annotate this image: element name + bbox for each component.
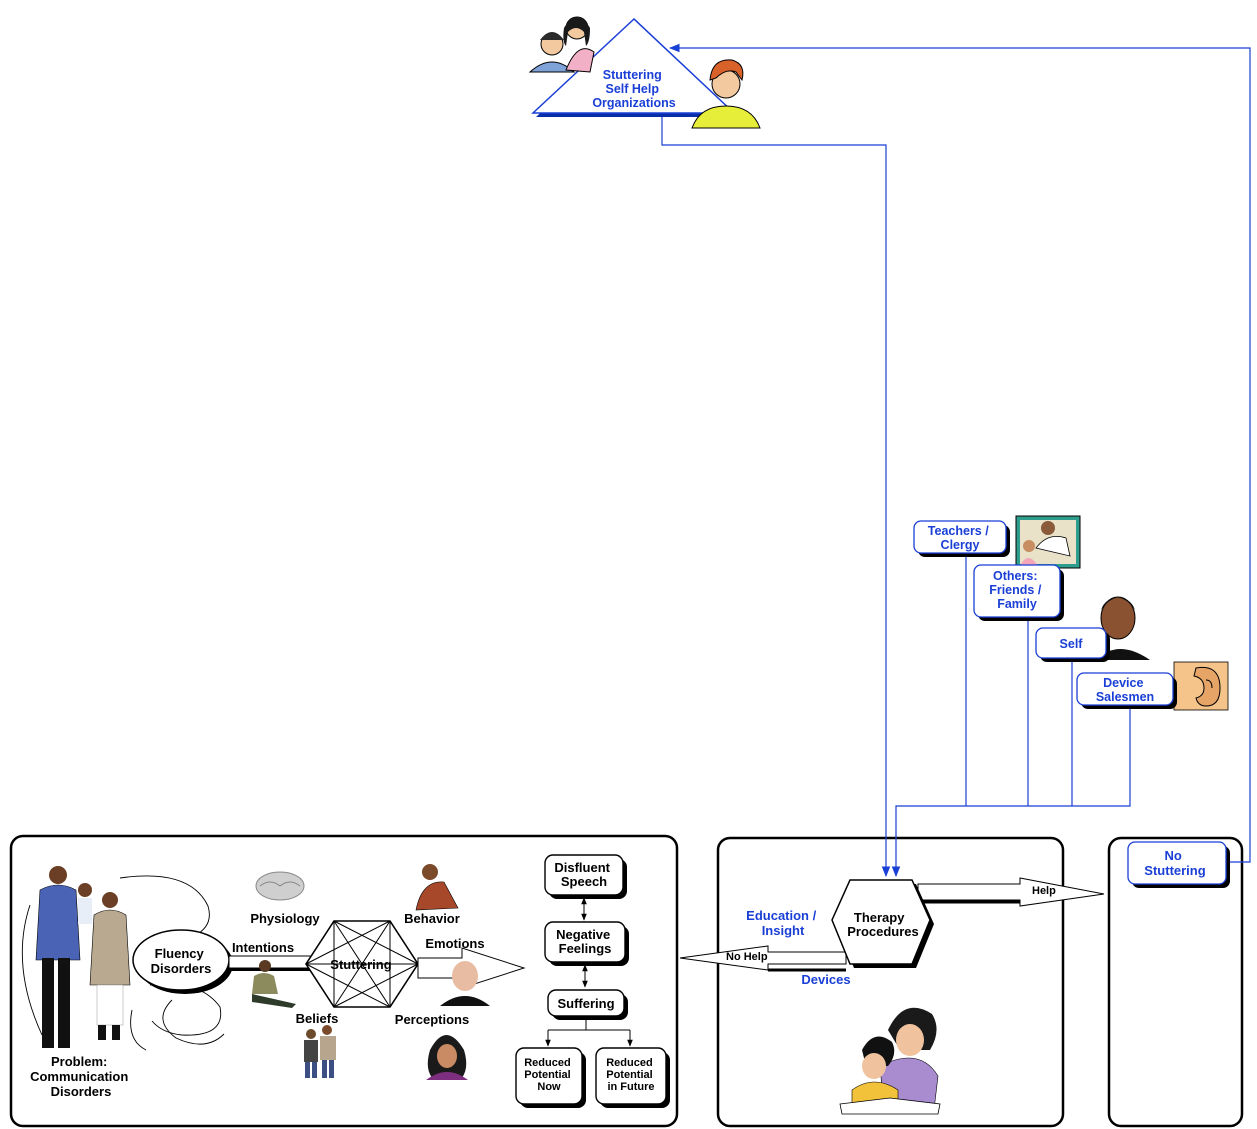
disfluent-speech-node: Disfluent Speech <box>544 854 627 899</box>
others-label-line3: Family <box>997 597 1037 611</box>
svg-text:Reduced Potential: Reduced Potential Now <box>524 1057 574 1093</box>
devices-label: Devices <box>801 972 850 987</box>
fluency-label-line2: Disorders <box>151 961 212 976</box>
woman-person-icon <box>691 59 761 129</box>
organizations-to-therapy-line <box>661 117 891 878</box>
reduced-now-line3: Now <box>537 1081 561 1093</box>
device-salesmen-line1: Device <box>1103 676 1143 690</box>
brain-icon <box>255 871 305 901</box>
suffering-node: Suffering <box>547 989 628 1020</box>
organizations-label-line2: Self Help <box>606 82 660 96</box>
therapy-procedures-node: Therapy Procedures <box>831 879 934 968</box>
sitting-man-icon <box>252 960 296 1008</box>
others-label-line2: Friends / <box>989 583 1042 597</box>
reduced-future-line1: Reduced <box>606 1057 652 1069</box>
helper-device-salesmen: Device Salesmen <box>1076 661 1229 711</box>
no-stuttering-line2: Stuttering <box>1144 863 1205 878</box>
svg-text:Disfluent Speech: Disfluent Speech <box>554 860 613 889</box>
svg-text:Therapy Procedures: Therapy Procedures <box>847 910 919 939</box>
svg-text:Reduced Potential: Reduced Potential in Future <box>606 1057 656 1093</box>
svg-text:Negative Feelings: Negative Feelings <box>556 927 614 956</box>
suffering-branches <box>545 1016 633 1047</box>
others-label-line1: Others: <box>993 569 1037 583</box>
reduced-potential-future-node: Reduced Potential in Future <box>595 1047 670 1108</box>
problem-label-line2: Communication <box>30 1069 128 1084</box>
teachers-label-line1: Teachers / <box>928 524 989 538</box>
woman-curly-hair-icon <box>426 1035 468 1080</box>
perceptions-label: Perceptions <box>395 1012 469 1027</box>
negative-feelings-node: Negative Feelings <box>544 921 629 966</box>
no-stuttering-line1: No <box>1165 848 1182 863</box>
helper-self: Self <box>1035 596 1150 662</box>
therapy-label-line1: Therapy <box>854 910 905 925</box>
device-salesmen-line2: Salesmen <box>1096 690 1154 704</box>
education-label-line2: Insight <box>762 923 805 938</box>
svg-text:Others: Friends /: Others: Friends / Family <box>989 569 1045 611</box>
support-connectors <box>661 43 1251 878</box>
teachers-label-line2: Clergy <box>941 538 980 552</box>
svg-text:Device Salesmen: Device Salesmen <box>1096 676 1154 704</box>
beliefs-label: Beliefs <box>296 1011 339 1026</box>
svg-text:Fluency Disorders: Fluency Disorders <box>151 946 212 976</box>
reduced-potential-now-node: Reduced Potential Now <box>515 1047 586 1108</box>
family-people-icon <box>35 866 131 1048</box>
fluency-label-line1: Fluency <box>155 946 205 961</box>
man-on-phone-icon <box>415 864 459 911</box>
help-arrow <box>917 877 1105 907</box>
self-label: Self <box>1060 637 1084 651</box>
ear-icon <box>1173 661 1229 711</box>
svg-text:No Stuttering: No Stuttering <box>1144 848 1205 878</box>
help-label: Help <box>1032 885 1056 897</box>
problem-label-line3: Disorders <box>51 1084 112 1099</box>
physiology-label: Physiology <box>250 911 320 926</box>
svg-text:Stuttering Self Help: Stuttering Self Help Organizations <box>592 68 675 110</box>
couple-icon <box>304 1025 336 1078</box>
reduced-now-line1: Reduced <box>524 1057 570 1069</box>
disfluent-line1: Disfluent <box>554 860 610 875</box>
helper-teachers-clergy: Teachers / Clergy <box>913 515 1081 569</box>
mother-child-reading-icon <box>839 1007 941 1115</box>
svg-text:Problem: Communication: Problem: Communication Disorders <box>30 1054 132 1099</box>
svg-text:Education / Insight: Education / Insight <box>746 908 820 938</box>
svg-text:Teachers / Clergy: Teachers / Clergy <box>928 524 992 552</box>
therapy-panel <box>716 836 1065 1128</box>
reduced-future-line2: Potential <box>606 1069 652 1081</box>
reduced-now-line2: Potential <box>524 1069 570 1081</box>
outcome-panel <box>1107 836 1244 1128</box>
problem-label-line1: Problem: <box>51 1054 107 1069</box>
reduced-future-line3: in Future <box>607 1081 654 1093</box>
negative-line1: Negative <box>556 927 610 942</box>
self-help-organizations: Stuttering Self Help Organizations <box>528 16 761 129</box>
problem-panel <box>9 834 679 1128</box>
emotions-label: Emotions <box>425 936 484 951</box>
organizations-label-line1: Stuttering <box>603 68 662 82</box>
intentions-label: Intentions <box>232 940 294 955</box>
disfluent-line2: Speech <box>561 874 607 889</box>
stuttering-hexagon <box>305 920 419 1008</box>
bald-man-icon <box>440 961 490 1006</box>
suffering-label: Suffering <box>557 996 614 1011</box>
education-label-line1: Education / <box>746 908 816 923</box>
no-help-label: No Help <box>726 951 768 963</box>
fluency-disorders-node: Fluency Disorders <box>132 929 233 994</box>
stuttering-label: Stuttering <box>330 957 391 972</box>
therapy-label-line2: Procedures <box>847 924 919 939</box>
feedback-to-organizations-line <box>668 43 1251 863</box>
helper-others-friends-family: Others: Friends / Family <box>973 564 1064 621</box>
negative-line2: Feelings <box>559 941 612 956</box>
organizations-label-line3: Organizations <box>592 96 675 110</box>
behavior-label: Behavior <box>404 911 460 926</box>
children-people-icon <box>528 16 595 73</box>
no-stuttering-node: No Stuttering <box>1127 841 1230 888</box>
